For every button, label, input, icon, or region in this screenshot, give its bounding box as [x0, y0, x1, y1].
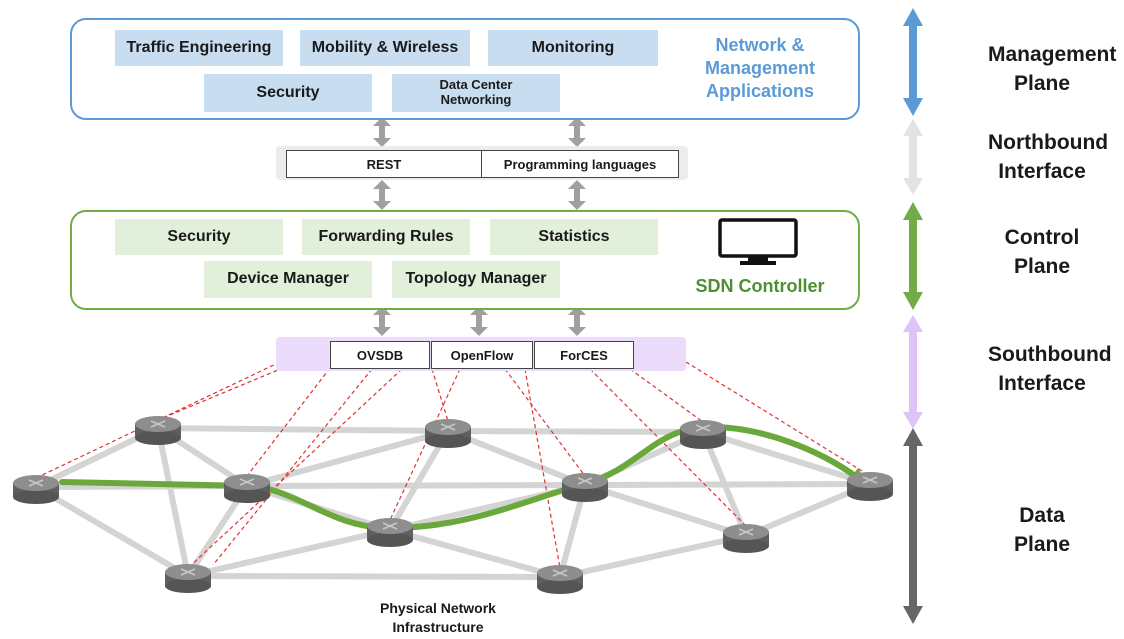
physical-network-infrastructure-label: Physical Network Infrastructure — [380, 600, 496, 635]
southbound-interface-arrow-icon — [903, 315, 923, 429]
router-icon — [723, 524, 769, 553]
router-icon — [13, 475, 59, 504]
double-arrow-icon — [470, 306, 488, 336]
double-arrow-icon — [568, 117, 586, 147]
northbound-interface-arrow-icon — [903, 119, 923, 195]
routers — [13, 416, 893, 594]
northbound-protocol-programming-languages: Programming languages — [481, 150, 679, 178]
physical-links — [33, 425, 873, 580]
controller-module-topology-manager: Topology Manager — [392, 261, 560, 298]
double-arrow-icon — [568, 180, 586, 210]
southbound-protocol-forces: ForCES — [534, 341, 634, 369]
plane-label-southbound: Southbound Interface — [988, 343, 1112, 395]
sdn-controller-title: SDN Controller — [695, 276, 825, 296]
controller-module-forwarding-rules: Forwarding Rules — [302, 219, 470, 255]
app-data-center-networking: Data Center Networking — [392, 74, 560, 112]
plane-range-arrows — [903, 8, 923, 624]
management-applications-title: Network & Management Applications — [704, 35, 816, 101]
southbound-protocol-openflow: OpenFlow — [431, 341, 533, 369]
monitor-icon — [718, 218, 798, 268]
router-icon — [224, 474, 270, 503]
double-arrow-icon — [373, 117, 391, 147]
app-monitoring: Monitoring — [488, 30, 658, 66]
southbound-protocol-ovsdb: OVSDB — [330, 341, 430, 369]
management-plane-arrow-icon — [903, 8, 923, 116]
app-mobility-wireless: Mobility & Wireless — [300, 30, 470, 66]
data-plane-arrow-icon — [903, 428, 923, 624]
double-arrow-icon — [373, 306, 391, 336]
southbound-links — [35, 361, 871, 569]
controller-module-security: Security — [115, 219, 283, 255]
double-arrow-icon — [373, 180, 391, 210]
router-icon — [425, 419, 471, 448]
plane-label-northbound: Northbound Interface — [988, 131, 1109, 183]
interface-arrows — [373, 117, 586, 336]
double-arrow-icon — [568, 306, 586, 336]
app-security: Security — [204, 74, 372, 112]
northbound-protocol-rest: REST — [286, 150, 482, 178]
router-icon — [135, 416, 181, 445]
router-icon — [847, 472, 893, 501]
router-icon — [537, 565, 583, 594]
plane-label-management: Management Plane — [988, 43, 1117, 95]
router-icon — [562, 473, 608, 502]
plane-label-data: Data Plane — [1013, 504, 1071, 556]
control-plane-arrow-icon — [903, 202, 923, 310]
plane-label-control: Control Plane — [1004, 226, 1080, 278]
controller-module-statistics: Statistics — [490, 219, 658, 255]
app-traffic-engineering: Traffic Engineering — [115, 30, 283, 66]
controller-module-device-manager: Device Manager — [204, 261, 372, 298]
router-icon — [367, 518, 413, 547]
router-icon — [165, 564, 211, 593]
router-icon — [680, 420, 726, 449]
